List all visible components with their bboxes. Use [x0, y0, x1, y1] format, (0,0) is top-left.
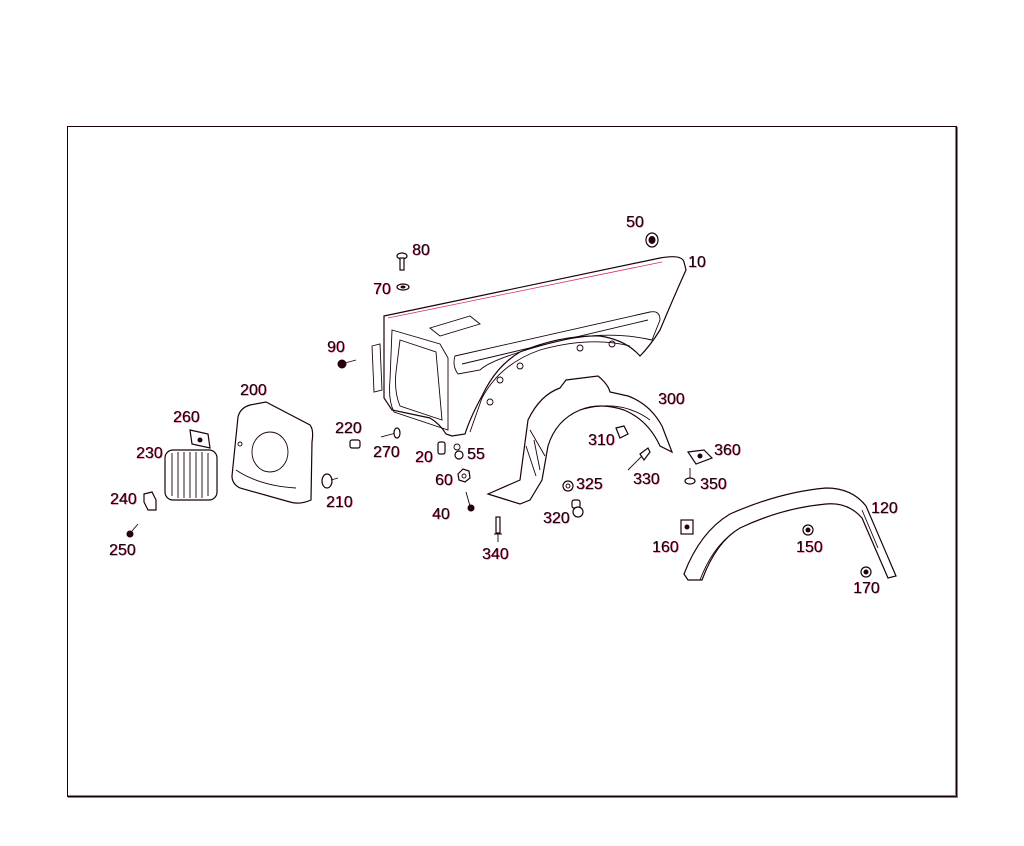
- screw-350-part[interactable]: [684, 468, 696, 485]
- fender-part[interactable]: [371, 256, 687, 437]
- plate-part[interactable]: [189, 429, 211, 449]
- bolt-80-part[interactable]: [396, 252, 408, 271]
- label-240[interactable]: 240: [110, 491, 137, 508]
- label-160[interactable]: 160: [652, 539, 679, 556]
- label-20[interactable]: 20: [415, 449, 433, 466]
- label-150[interactable]: 150: [796, 539, 823, 556]
- grille-part[interactable]: [164, 449, 218, 501]
- label-200[interactable]: 200: [240, 382, 267, 399]
- nut-170-part[interactable]: [860, 566, 872, 578]
- screw-250-part[interactable]: [126, 523, 139, 538]
- label-210[interactable]: 210: [326, 494, 353, 511]
- label-325[interactable]: 325: [576, 476, 603, 493]
- label-340[interactable]: 340: [482, 546, 509, 563]
- washer-70-part[interactable]: [396, 283, 410, 291]
- label-270[interactable]: 270: [373, 444, 400, 461]
- clip-nut-360-part[interactable]: [686, 449, 714, 465]
- screw-320-part[interactable]: [571, 499, 584, 518]
- label-10[interactable]: 10: [688, 254, 706, 271]
- washer-55-part[interactable]: [453, 443, 464, 460]
- label-50[interactable]: 50: [626, 214, 644, 231]
- screw-270-part[interactable]: [380, 427, 401, 439]
- label-40[interactable]: 40: [432, 506, 450, 523]
- label-300[interactable]: 300: [658, 391, 685, 408]
- label-170[interactable]: 170: [853, 580, 880, 597]
- label-350[interactable]: 350: [700, 476, 727, 493]
- label-330[interactable]: 330: [633, 471, 660, 488]
- clip-nut-160-part[interactable]: [680, 519, 694, 535]
- label-230[interactable]: 230: [136, 445, 163, 462]
- nut-60-part[interactable]: [457, 468, 471, 483]
- label-70[interactable]: 70: [373, 281, 391, 298]
- wheel-arch-flare-part[interactable]: [683, 487, 897, 581]
- clip-310-part[interactable]: [615, 425, 629, 439]
- sleeve-20-part[interactable]: [437, 441, 446, 455]
- headlamp-housing-part[interactable]: [231, 401, 314, 504]
- washer-325-part[interactable]: [562, 480, 574, 492]
- label-310[interactable]: 310: [588, 432, 615, 449]
- rivet-340-part[interactable]: [494, 516, 502, 542]
- clip-220-part[interactable]: [349, 439, 361, 449]
- label-60[interactable]: 60: [435, 472, 453, 489]
- label-260[interactable]: 260: [173, 409, 200, 426]
- grommet-part[interactable]: [645, 232, 659, 248]
- label-360[interactable]: 360: [714, 442, 741, 459]
- label-90[interactable]: 90: [327, 339, 345, 356]
- wheel-arch-liner-part[interactable]: [486, 375, 674, 505]
- label-80[interactable]: 80: [412, 242, 430, 259]
- bracket-part[interactable]: [143, 491, 157, 511]
- diagram-frame: [67, 126, 957, 797]
- label-320[interactable]: 320: [543, 510, 570, 527]
- rivet-210-part[interactable]: [321, 473, 339, 489]
- label-250[interactable]: 250: [109, 542, 136, 559]
- rivet-330-part[interactable]: [627, 447, 651, 471]
- label-55[interactable]: 55: [467, 446, 485, 463]
- bolt-40-part[interactable]: [465, 491, 475, 512]
- nut-150-part[interactable]: [802, 524, 814, 536]
- label-120[interactable]: 120: [871, 500, 898, 517]
- label-220[interactable]: 220: [335, 420, 362, 437]
- screw-90-part[interactable]: [337, 359, 357, 369]
